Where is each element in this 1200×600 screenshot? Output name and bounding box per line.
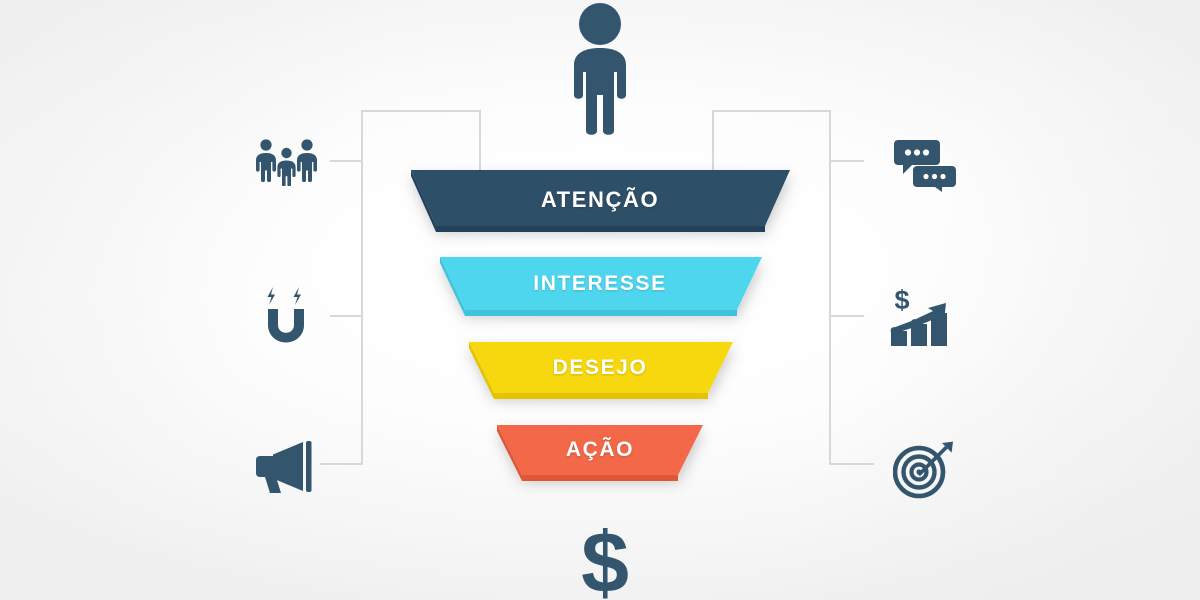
svg-text:$: $ <box>581 518 629 600</box>
funnel-label-desire: DESEJO <box>552 356 648 379</box>
right-bracket-top-arm <box>712 110 831 112</box>
left-bracket-top-drop <box>479 110 481 172</box>
funnel-label-action: AÇÃO <box>565 438 635 461</box>
megaphone-icon <box>256 440 322 494</box>
people-group-icon <box>252 136 322 186</box>
right-stub-interest <box>831 315 864 317</box>
left-stub-interest <box>330 315 363 317</box>
funnel-label-interest: INTERESSE <box>533 272 667 295</box>
chat-bubbles-icon <box>894 138 956 192</box>
target-arrow-icon <box>893 441 955 499</box>
right-stub-attention <box>831 160 864 162</box>
right-bracket-top-drop <box>712 110 714 172</box>
person-standing-icon <box>560 2 640 137</box>
funnel-label-attention: ATENÇÃO <box>540 187 660 212</box>
growth-chart-dollar-icon: $ <box>890 286 956 348</box>
right-stub-action <box>831 463 874 465</box>
left-bracket-vertical <box>361 110 363 465</box>
left-bracket-top-arm <box>361 110 481 112</box>
left-stub-action <box>320 463 363 465</box>
svg-text:$: $ <box>894 286 909 315</box>
dollar-sign-icon: $ <box>570 518 640 600</box>
left-stub-attention <box>330 160 363 162</box>
right-bracket-vertical <box>829 110 831 465</box>
magnet-icon <box>258 285 314 347</box>
